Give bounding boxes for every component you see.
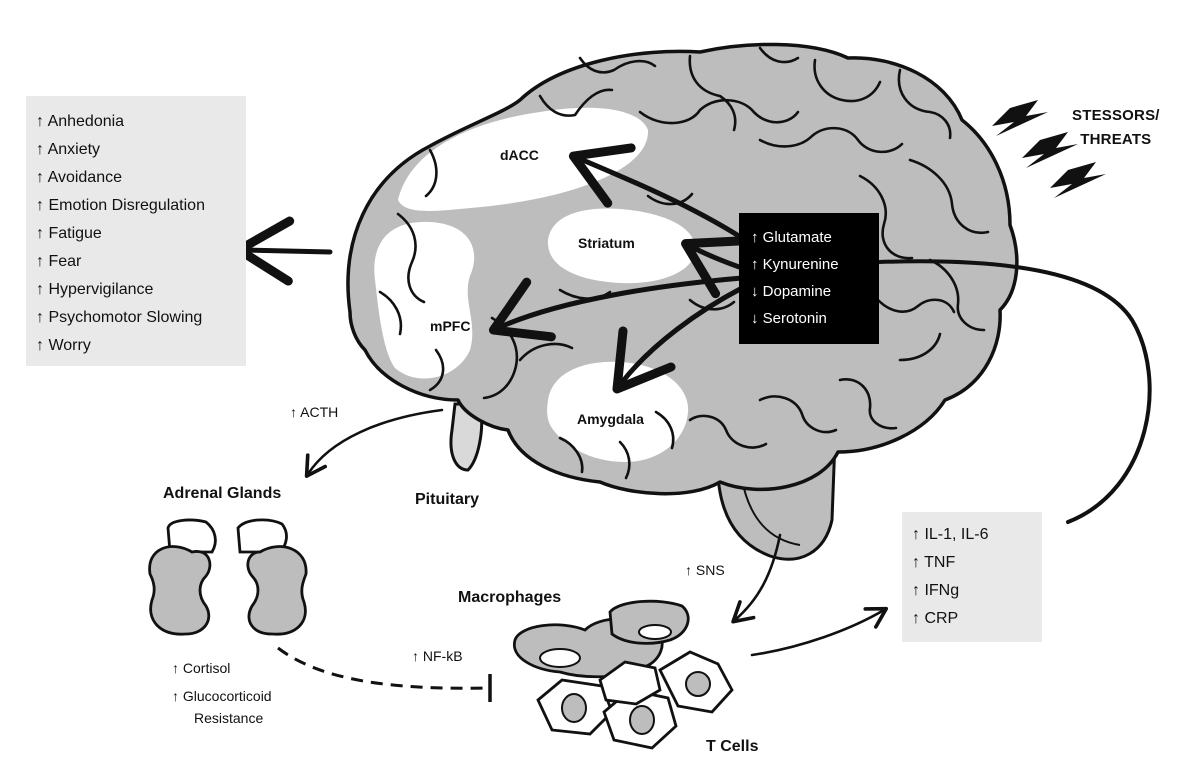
neurotransmitter-item: ↓ Dopamine <box>751 283 832 300</box>
cytokine-item: ↑ CRP <box>912 610 959 627</box>
nfkb-label: ↑ NF-kB <box>412 648 463 664</box>
symptom-item: ↑ Psychomotor Slowing <box>36 309 203 326</box>
glucocorticoid-label: ↑ Glucocorticoid <box>172 688 272 704</box>
adrenal-glands <box>148 518 308 636</box>
cortisol-inhibition <box>277 646 492 702</box>
arrow-to-striatum <box>681 236 749 299</box>
cytokines-panel <box>902 512 1042 642</box>
acth-arrow <box>304 408 444 479</box>
symptom-item: ↑ Worry <box>36 337 91 354</box>
lightning-icon <box>1022 132 1078 168</box>
immune-cells <box>513 599 734 750</box>
pituitary-label: Pituitary <box>415 491 480 508</box>
arrow-to-mpfc <box>488 275 745 342</box>
symptom-item: ↑ Avoidance <box>36 169 122 186</box>
cytokine-item: ↑ IL-1, IL-6 <box>912 526 989 543</box>
stressors-label: STESSORS/ THREATS <box>1072 104 1160 152</box>
symptom-item: ↑ Emotion Disregulation <box>36 197 205 214</box>
t-cells-label: T Cells <box>706 738 759 755</box>
lightning-icon-group <box>992 100 1106 198</box>
symptoms-list: ↑ Anhedonia ↑ Anxiety ↑ Avoidance ↑ Emot… <box>36 108 205 360</box>
cytokine-item: ↑ IFNg <box>912 582 960 599</box>
arrow-to-amygdala <box>612 285 745 394</box>
neurotransmitter-list: ↑ Glutamate ↑ Kynurenine ↓ Dopamine ↓ Se… <box>751 224 839 332</box>
sns-arrow <box>731 533 782 624</box>
thin-arrows <box>304 408 889 657</box>
cytokines-list: ↑ IL-1, IL-6 ↑ TNF ↑ IFNg ↑ CRP <box>912 521 988 633</box>
arrow-to-symptoms <box>234 216 333 286</box>
symptom-item: ↑ Fatigue <box>36 225 102 242</box>
sns-label: ↑ SNS <box>685 562 725 578</box>
neurotransmitter-item: ↓ Serotonin <box>751 310 827 327</box>
brain-arrows <box>234 143 749 394</box>
symptom-item: ↑ Fear <box>36 253 82 270</box>
resistance-label: Resistance <box>194 710 264 726</box>
lightning-icon <box>992 100 1048 136</box>
arrow-to-dacc <box>568 143 745 241</box>
region-label-mpfc: mPFC <box>430 318 471 334</box>
cortisol-label: ↑ Cortisol <box>172 660 231 676</box>
region-label-dacc: dACC <box>500 147 539 163</box>
symptoms-panel <box>26 96 246 366</box>
symptom-item: ↑ Anxiety <box>36 141 101 158</box>
cytokine-item: ↑ TNF <box>912 554 956 571</box>
region-label-amygdala: Amygdala <box>577 411 644 427</box>
acth-label: ↑ ACTH <box>290 404 339 420</box>
macrophages-label: Macrophages <box>458 589 562 606</box>
symptom-item: ↑ Hypervigilance <box>36 281 154 298</box>
stressors-line-1: STESSORS/ <box>1072 107 1160 124</box>
neurotransmitter-panel <box>739 213 879 344</box>
region-label-striatum: Striatum <box>578 235 635 251</box>
adrenal-glands-label: Adrenal Glands <box>163 485 282 502</box>
stressors-line-2: THREATS <box>1080 131 1152 148</box>
feedback-arc <box>877 259 1152 524</box>
neurotransmitter-item: ↑ Kynurenine <box>751 256 839 273</box>
lightning-icon <box>1050 162 1106 198</box>
neurotransmitter-item: ↑ Glutamate <box>751 229 832 246</box>
symptom-item: ↑ Anhedonia <box>36 113 125 130</box>
cytokine-arrow <box>750 606 889 657</box>
